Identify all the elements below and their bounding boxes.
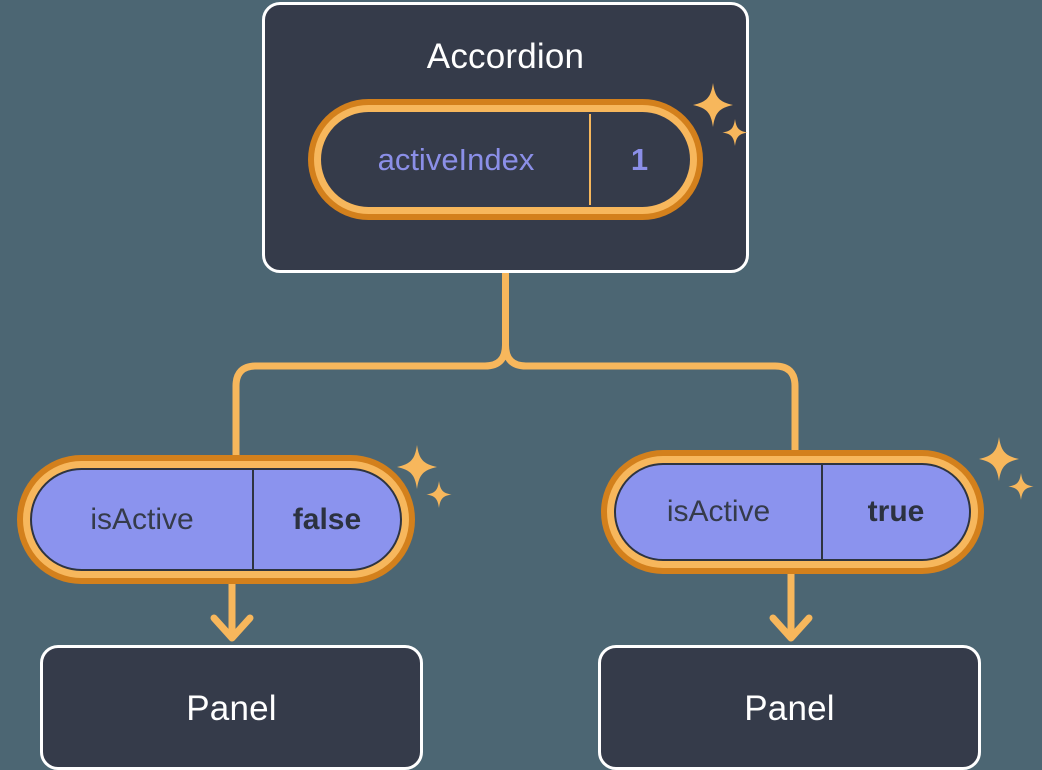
sparkle-group-right-pill [979,437,1034,500]
state-pill-key-activeindex: activeIndex [377,141,535,177]
arrow-down-right-icon [769,614,813,642]
state-pill-isactive-left[interactable]: isActive false [17,455,415,584]
state-pill-body-right: isActive true [614,463,971,561]
sparkle-four-point-icon [979,437,1019,481]
state-pill-isactive-right[interactable]: isActive true [601,450,984,574]
state-pill-body-left: isActive false [30,468,402,571]
state-pill-value-isactive-right: true [821,465,969,559]
state-pill-value-isactive-left: false [252,470,400,569]
arrow-down-icon [210,614,254,642]
tree-branch-connector-left-icon [232,341,509,462]
state-pill-value-activeindex: 1 [589,114,688,205]
state-pill-key-isactive-right: isActive [666,495,771,528]
panel-card-left[interactable]: Panel [40,645,423,770]
state-pill-key-isactive-left: isActive [90,502,194,536]
sparkle-four-point-small-icon [1008,473,1034,500]
state-pill-body: activeIndex 1 [321,112,690,207]
panel-card-right-title: Panel [744,689,835,728]
state-pill-inner-ring-right: isActive true [607,456,978,568]
state-pill-inner-ring: activeIndex 1 [314,105,697,214]
accordion-card-title: Accordion [426,37,585,76]
panel-card-right[interactable]: Panel [598,645,981,770]
state-pill-activeindex[interactable]: activeIndex 1 [308,99,703,220]
tree-branch-connector-icon [502,269,799,456]
sparkle-four-point-small-icon [426,481,452,508]
panel-card-left-title: Panel [186,689,277,728]
state-pill-inner-ring-left: isActive false [23,461,409,578]
